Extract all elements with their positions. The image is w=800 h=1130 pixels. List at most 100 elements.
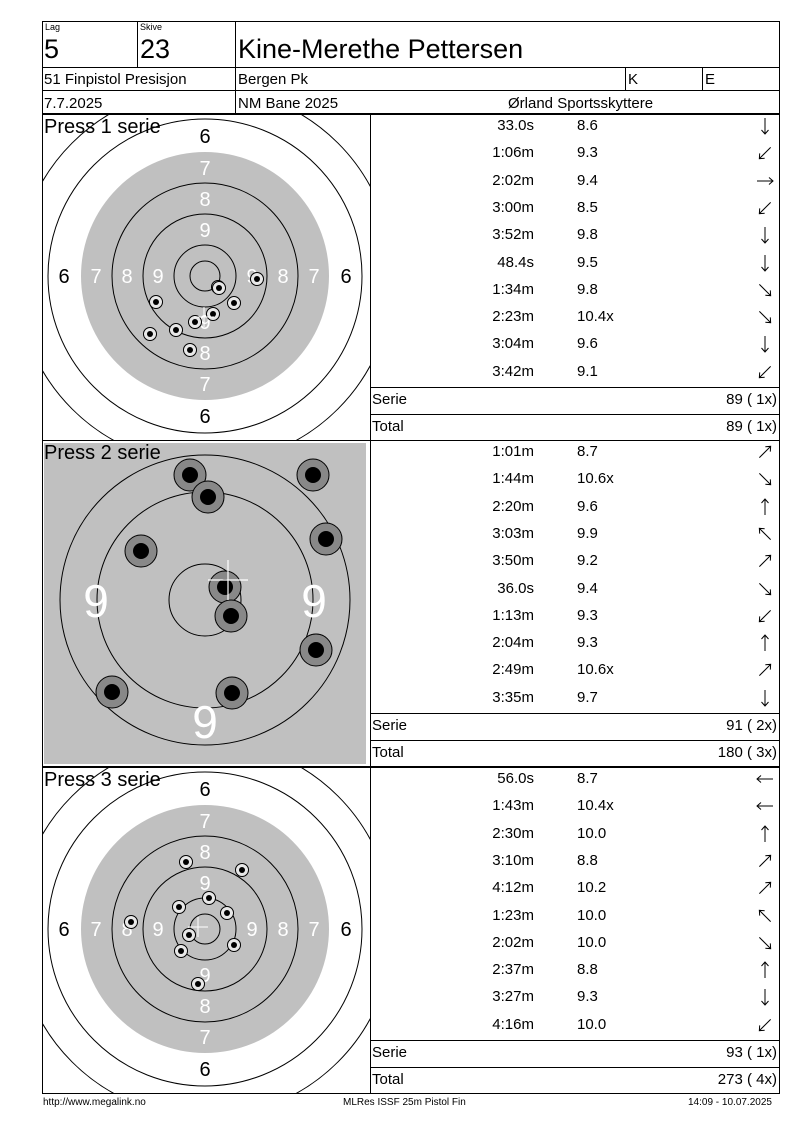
shot-hole-center	[224, 910, 230, 916]
shot-hole-center	[104, 684, 120, 700]
shot-time: 4:16m	[492, 1015, 534, 1033]
shot-score: 10.6x	[577, 470, 614, 488]
shot-direction-arrow-icon	[758, 147, 772, 160]
serie-value: 89 ( 1x)	[726, 391, 777, 408]
ring-number: 8	[199, 996, 210, 1018]
shot-hole-center	[183, 859, 189, 865]
lag-label: Lag	[45, 22, 61, 32]
shot-time: 1:44m	[492, 470, 534, 488]
ring-number: 9	[83, 575, 109, 627]
shot-time: 2:49m	[492, 661, 534, 679]
ring-number: 6	[199, 126, 210, 148]
ring-number: 6	[199, 1059, 210, 1081]
shot-direction-arrow-icon	[758, 609, 772, 622]
ring-number: 9	[246, 919, 257, 941]
shot-direction-arrow-icon	[758, 554, 772, 568]
total-value: 180 ( 3x)	[717, 744, 777, 761]
ring-8	[111, 835, 299, 1023]
shot-direction-arrow-icon	[758, 582, 772, 595]
shot-direction-arrow-icon	[758, 201, 772, 215]
gender-value: K	[628, 71, 639, 88]
shot-score: 10.0	[577, 906, 607, 924]
lag-value: 5	[44, 34, 60, 64]
shot-direction-arrow-icon	[758, 445, 772, 459]
shot-score: 9.6	[577, 497, 598, 515]
shot-direction-arrow-icon	[758, 854, 772, 867]
shot-hole-center	[231, 942, 237, 948]
serie-value: 93 ( 1x)	[726, 1044, 777, 1061]
shot-score: 8.5	[577, 198, 598, 216]
shot-score: 9.6	[577, 335, 598, 353]
shot-direction-arrow-icon	[761, 227, 769, 244]
shot-direction-arrow-icon	[761, 254, 769, 272]
shot-direction-arrow-icon	[758, 936, 772, 949]
shot-hole-center	[182, 467, 198, 483]
shot-time: 1:34m	[492, 280, 534, 298]
shot-time: 2:02m	[492, 933, 534, 951]
shot-direction-arrow-icon	[758, 311, 772, 324]
klasse-value: E	[705, 71, 716, 88]
shot-hole-center	[128, 919, 134, 925]
shot-time: 4:12m	[492, 879, 534, 897]
shot-direction-arrow-icon	[758, 1018, 772, 1031]
ring-number: 7	[308, 919, 319, 941]
total-row	[370, 740, 780, 767]
ring-number: 7	[199, 1027, 210, 1049]
shot-score: 8.8	[577, 851, 598, 869]
ring-number: 6	[199, 406, 210, 428]
ring-9	[142, 866, 268, 992]
serie-row	[370, 713, 780, 741]
footer-url[interactable]: http://www.megalink.no	[43, 1097, 146, 1108]
ring-number: 9	[199, 873, 210, 895]
shot-score: 9.8	[577, 226, 598, 244]
shot-time: 1:06m	[492, 144, 534, 162]
serie-label: Serie	[372, 717, 408, 734]
total-label: Total	[372, 1071, 404, 1088]
shot-hole-center	[173, 327, 179, 333]
serie-row	[370, 1040, 780, 1068]
serie-row	[370, 387, 780, 415]
ring-x	[189, 260, 221, 292]
club-name: Bergen Pk	[238, 71, 309, 88]
shot-direction-arrow-icon	[761, 989, 769, 1007]
shot-time: 1:23m	[492, 906, 534, 924]
date-value: 7.7.2025	[44, 95, 103, 112]
shot-hole-center	[176, 904, 182, 910]
shot-direction-arrow-icon	[761, 689, 769, 707]
shot-score: 9.4	[577, 579, 598, 597]
shot-hole-center	[178, 948, 184, 954]
ring-number: 9	[152, 266, 163, 288]
shot-time: 2:23m	[492, 308, 534, 326]
ring-10	[173, 244, 237, 308]
shot-time: 3:35m	[492, 688, 534, 706]
ring-outer	[47, 118, 363, 434]
shot-time: 3:04m	[492, 335, 534, 353]
shot-time: 3:00m	[492, 198, 534, 216]
shot-time: 3:50m	[492, 552, 534, 570]
zoom-ring	[59, 454, 351, 746]
ring-number: 7	[90, 919, 101, 941]
shot-time: 33.0s	[497, 117, 534, 134]
series-title: Press 3 serie	[44, 769, 161, 791]
shot-direction-arrow-icon	[758, 283, 772, 296]
venue-name: NM Bane 2025	[238, 95, 339, 112]
shot-score: 9.5	[577, 253, 598, 271]
ring-number: 7	[308, 266, 319, 288]
shot-hole-center	[216, 285, 222, 291]
shot-score: 8.6	[577, 117, 598, 134]
shot-time: 2:20m	[492, 497, 534, 515]
shot-score: 9.3	[577, 606, 598, 624]
shot-score: 9.9	[577, 524, 598, 542]
shot-time: 3:10m	[492, 851, 534, 869]
total-row	[370, 414, 780, 441]
shot-score: 8.7	[577, 443, 598, 460]
ring-number: 8	[199, 343, 210, 365]
shot-hole-center	[318, 531, 334, 547]
ring-number: 8	[121, 266, 132, 288]
shot-direction-arrow-icon	[761, 634, 769, 652]
shot-list-cell	[370, 114, 780, 388]
total-label: Total	[372, 744, 404, 761]
shot-score: 9.2	[577, 552, 598, 570]
